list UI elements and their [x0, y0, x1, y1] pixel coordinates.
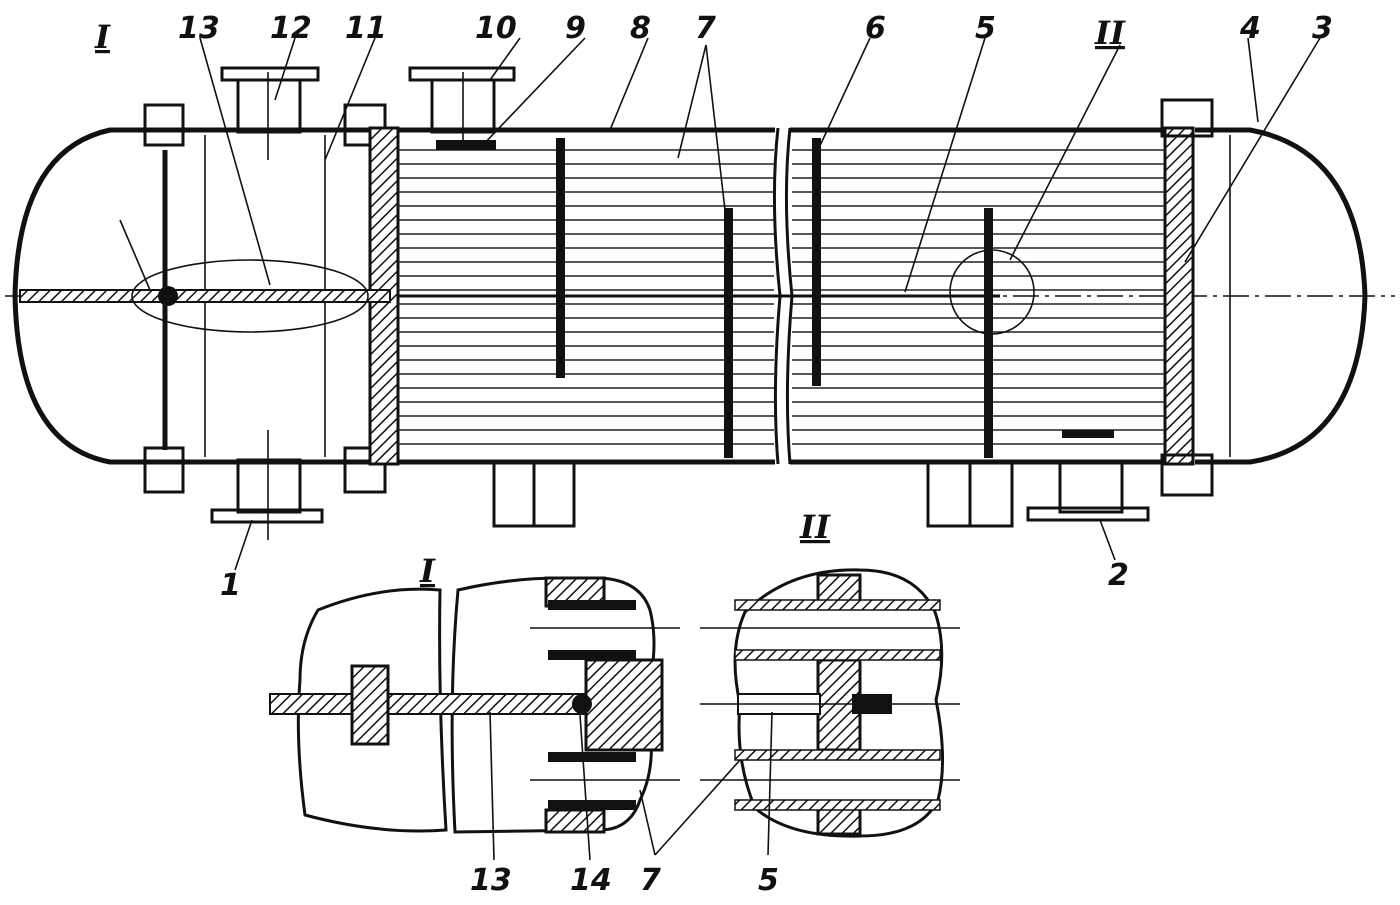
flange-right-bottom: [1160, 453, 1214, 497]
detail-label-7: 7: [640, 863, 661, 898]
label-10: 10: [475, 11, 517, 46]
detail-I-title: I: [419, 552, 436, 590]
support-left: [492, 460, 576, 528]
label-5: 5: [975, 11, 996, 46]
flange-left-bottom: [143, 446, 185, 494]
baffle-2: [724, 208, 733, 458]
detail-II-callout: [949, 249, 1035, 335]
flange-chamber-top: [343, 103, 387, 147]
tube-bundle: [398, 149, 1165, 445]
detail-II: II 5: [700, 508, 960, 898]
partition-plate: [19, 289, 391, 303]
detail-I: I 13 14 7: [269, 552, 741, 898]
nozzle-10: [408, 66, 516, 150]
detail-label-14: 14: [570, 863, 612, 898]
detail-label-13: 13: [470, 863, 512, 898]
label-13: 13: [178, 11, 220, 46]
label-8: 8: [630, 11, 651, 46]
detail-label-5: 5: [758, 863, 779, 898]
label-11: 11: [345, 11, 387, 46]
label-9: 9: [565, 11, 586, 46]
label-1: 1: [220, 568, 241, 603]
label-view-I: I: [94, 18, 111, 56]
baffle-3: [812, 138, 821, 386]
baffle-1: [556, 138, 565, 378]
label-view-II: II: [1094, 14, 1126, 52]
tube-sheet-right: [1163, 126, 1195, 466]
flange-right-top: [1160, 98, 1214, 138]
flange-left-top: [143, 103, 185, 147]
label-7: 7: [695, 11, 716, 46]
label-2: 2: [1108, 558, 1129, 593]
left-head: [12, 127, 150, 465]
nozzle-12: [220, 66, 320, 160]
flange-chamber-bottom: [343, 446, 387, 494]
label-3: 3: [1312, 11, 1333, 46]
leader-lines: [119, 37, 1321, 571]
label-6: 6: [865, 11, 886, 46]
right-head: [1195, 127, 1368, 465]
label-12: 12: [270, 11, 312, 46]
nozzle-1: [210, 430, 324, 540]
support-right: [926, 460, 1014, 528]
main-view: I 13 12 11 10 9 8 7 6 5 II 4 3 1 2: [5, 11, 1395, 603]
detail-II-title: II: [799, 508, 831, 546]
nozzle-2: [1026, 430, 1150, 522]
detail-I-callout: [131, 259, 369, 333]
label-4: 4: [1239, 11, 1261, 46]
baffle-4: [984, 208, 993, 458]
